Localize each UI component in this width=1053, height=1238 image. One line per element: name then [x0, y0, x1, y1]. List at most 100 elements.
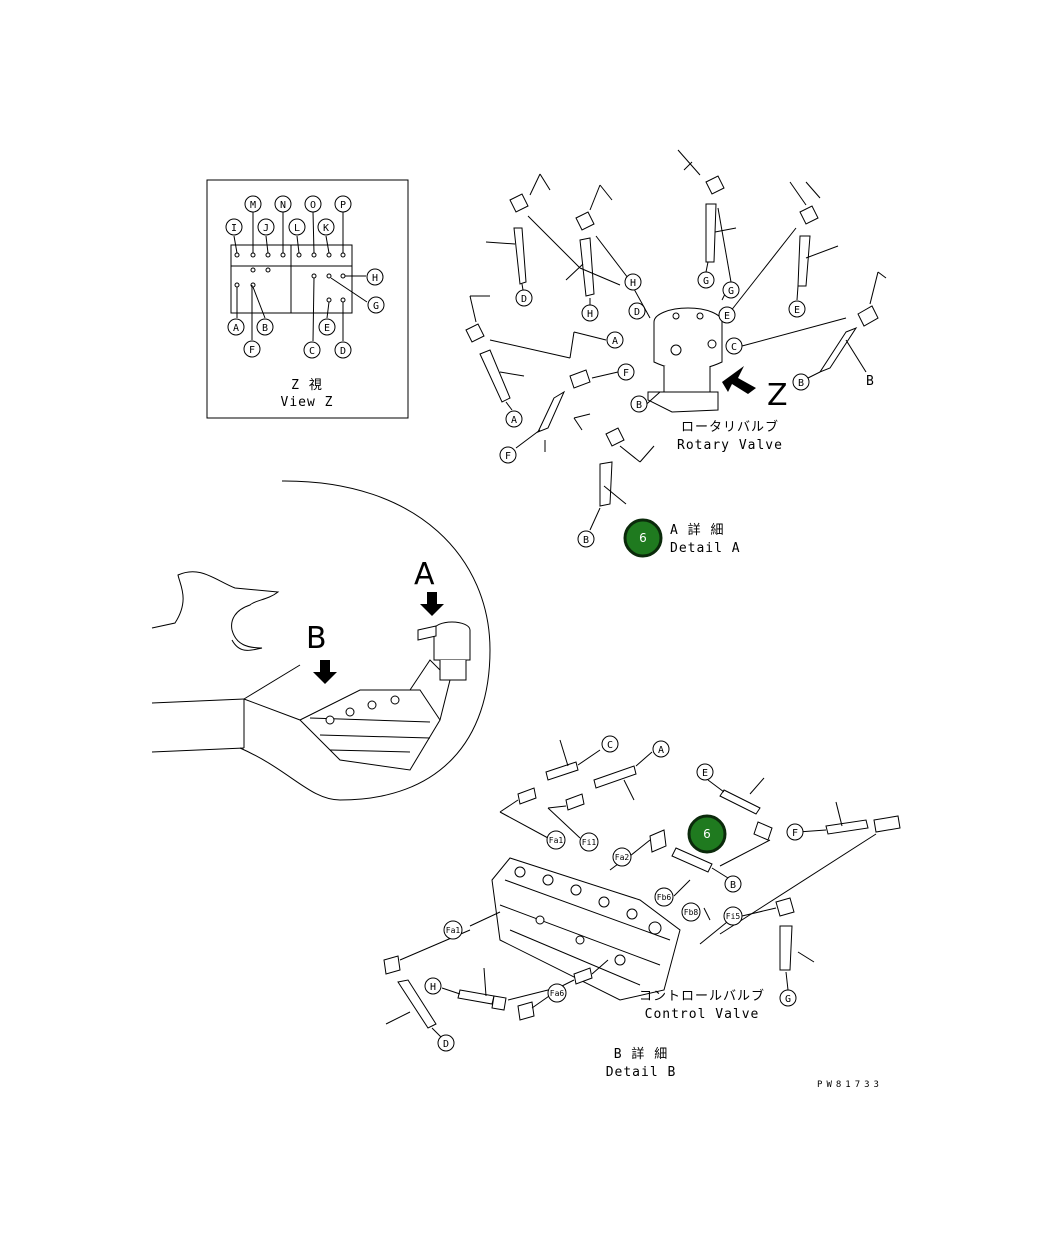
callout-a-G2: G: [722, 281, 740, 299]
svg-text:Fa6: Fa6: [550, 989, 565, 998]
svg-text:G: G: [703, 276, 709, 287]
port-tag-2: Fi1: [579, 832, 599, 852]
rotary-valve-label-en: Rotary Valve: [677, 438, 783, 453]
callout-b-H: H: [424, 977, 442, 995]
callout-a-F2: F: [499, 446, 517, 464]
overview-control-valve: [299, 659, 451, 771]
svg-text:Fa1: Fa1: [446, 926, 461, 935]
svg-text:O: O: [310, 200, 316, 211]
callout-G: G: [367, 296, 385, 314]
svg-text:Fb6: Fb6: [657, 893, 672, 902]
rotary-valve-label-jp: ロータリバルブ: [681, 419, 779, 435]
callout-D: D: [334, 341, 352, 359]
overview-arrow-a: [420, 592, 444, 616]
view-z-leaders: [233, 211, 368, 342]
detail-b-hotspot[interactable]: 6: [687, 814, 727, 854]
svg-text:I: I: [231, 223, 237, 234]
control-valve-body: [491, 857, 681, 1001]
callout-a-B3: B: [577, 530, 595, 548]
overview-arrow-b: [313, 660, 337, 684]
svg-text:B: B: [730, 880, 736, 891]
svg-text:Fa2: Fa2: [615, 853, 630, 862]
svg-text:E: E: [702, 768, 708, 779]
callout-F: F: [243, 340, 261, 358]
callout-J: J: [257, 218, 275, 236]
detail-a-callouts: D H D H G G E E A C F B B A F B B: [499, 271, 875, 548]
svg-text:N: N: [280, 200, 286, 211]
svg-text:J: J: [263, 223, 269, 234]
svg-text:F: F: [623, 368, 629, 379]
svg-text:P: P: [340, 200, 346, 211]
callout-b-B: B: [724, 875, 742, 893]
svg-text:G: G: [728, 286, 734, 297]
callout-a-D2: D: [628, 302, 646, 320]
svg-text:G: G: [785, 994, 791, 1005]
callout-a-B1: B: [630, 395, 648, 413]
machine-overview: A B: [151, 480, 491, 801]
svg-text:F: F: [792, 828, 798, 839]
svg-text:H: H: [430, 982, 436, 993]
view-z-caption-jp: Z 視: [291, 378, 323, 393]
callout-b-G: G: [779, 989, 797, 1007]
svg-text:H: H: [372, 273, 378, 284]
svg-text:M: M: [250, 200, 256, 211]
callout-N: N: [274, 195, 292, 213]
svg-text:B: B: [583, 535, 589, 546]
callout-K: K: [317, 218, 335, 236]
port-tag-6: Fb8: [681, 902, 701, 922]
svg-text:F: F: [249, 345, 255, 356]
svg-text:Fb8: Fb8: [684, 908, 699, 917]
svg-text:E: E: [794, 305, 800, 316]
callout-O: O: [304, 195, 322, 213]
view-z-panel: I M J N L O K P H G A B F C E D Z 視 View…: [206, 179, 409, 419]
port-tag-4: Fb6: [654, 887, 674, 907]
svg-text:6: 6: [639, 531, 647, 545]
svg-text:Fi5: Fi5: [726, 912, 741, 921]
callout-B: B: [256, 318, 274, 336]
port-tag-1: Fa1: [546, 830, 566, 850]
svg-text:B: B: [636, 400, 642, 411]
svg-text:L: L: [294, 223, 300, 234]
callout-M: M: [244, 195, 262, 213]
detail-a-hotspot[interactable]: 6: [623, 518, 663, 558]
detail-b-hoses: [383, 739, 901, 1041]
detail-a-hoses: [465, 149, 887, 531]
callout-I: I: [225, 218, 243, 236]
svg-text:B: B: [262, 323, 268, 334]
callout-a-E2: E: [788, 300, 806, 318]
callout-b-F: F: [786, 823, 804, 841]
port-tag-3: Fa2: [612, 847, 632, 867]
detail-a-caption-en: Detail A: [670, 541, 741, 556]
view-z-arrow: Z: [722, 366, 788, 413]
callout-E: E: [318, 318, 336, 336]
callout-a-H2: H: [624, 273, 642, 291]
svg-text:K: K: [323, 223, 329, 234]
overview-label-b: B: [306, 621, 327, 656]
view-arrow-label: Z: [767, 378, 788, 413]
callout-a-B4-text: B: [866, 374, 875, 389]
callout-P: P: [334, 195, 352, 213]
overview-label-a: A: [414, 557, 435, 592]
view-z-callouts: I M J N L O K P H G A B F C E D: [225, 195, 385, 359]
detail-b-callouts: C A E F B G H D: [424, 735, 804, 1052]
callout-b-A: A: [652, 740, 670, 758]
detail-b-port-tags: Fa1 Fi1 Fa2 Fb6 Fa1 Fb8 Fi5 Fa6: [443, 830, 743, 1003]
callout-b-D: D: [437, 1034, 455, 1052]
detail-b-caption-jp: B 詳 細: [614, 1046, 668, 1062]
svg-text:A: A: [658, 745, 664, 756]
svg-text:A: A: [233, 323, 239, 334]
svg-text:C: C: [309, 346, 315, 357]
detail-b-caption-en: Detail B: [606, 1065, 677, 1080]
svg-text:E: E: [324, 323, 330, 334]
callout-H: H: [366, 268, 384, 286]
svg-text:6: 6: [703, 827, 711, 841]
svg-text:H: H: [587, 309, 593, 320]
port-tag-7: Fi5: [723, 906, 743, 926]
svg-text:F: F: [505, 451, 511, 462]
callout-a-F1: F: [617, 363, 635, 381]
callout-a-A1: A: [606, 331, 624, 349]
rotary-valve-body: [647, 307, 723, 413]
overview-cab-outline: [151, 571, 280, 651]
detail-a-caption-jp: A 詳 細: [670, 522, 724, 538]
callout-a-E1: E: [718, 306, 736, 324]
